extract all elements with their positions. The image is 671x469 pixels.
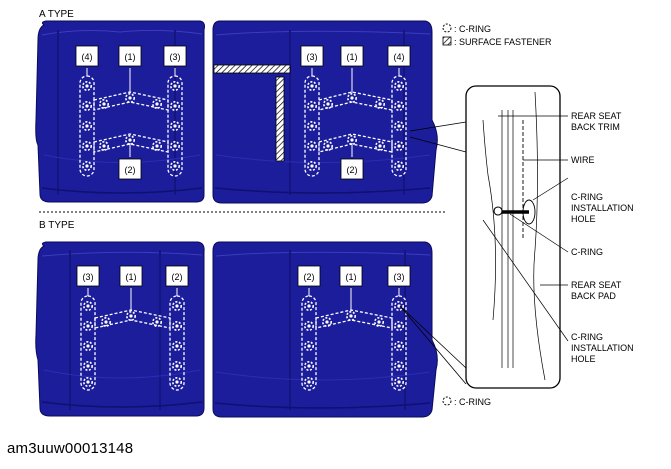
legend-b: : C-RING [442,396,491,407]
svg-text:(3): (3) [307,52,318,62]
svg-text:(2): (2) [304,272,315,282]
svg-text:(2): (2) [172,272,183,282]
svg-text:BACK TRIM: BACK TRIM [571,122,620,132]
svg-text:: C-RING: : C-RING [454,397,491,407]
surface-fastener-legend-icon [442,36,452,46]
svg-text:C-RING: C-RING [571,192,603,202]
svg-text:(4): (4) [394,52,405,62]
svg-text:: SURFACE FASTENER: : SURFACE FASTENER [454,37,552,47]
svg-text:REAR SEAT: REAR SEAT [571,280,622,290]
b-type-label: B TYPE [39,220,75,231]
c-ring-legend-icon [442,396,452,406]
svg-text:(3): (3) [170,52,181,62]
surface-fastener-strips [213,64,291,162]
svg-text:(1): (1) [347,52,358,62]
legend-a: : C-RING : SURFACE FASTENER [442,23,552,47]
b-right-wire-frame [301,288,407,391]
svg-text:: C-RING: : C-RING [454,24,491,34]
svg-text:(2): (2) [125,165,136,175]
b-right-seat-back [212,241,438,418]
svg-text:(3): (3) [83,272,94,282]
svg-text:BACK PAD: BACK PAD [571,291,616,301]
svg-text:REAR SEAT: REAR SEAT [571,111,622,121]
svg-text:(1): (1) [125,52,136,62]
detail-callout-leaders [399,121,467,385]
svg-text:C-RING: C-RING [571,247,603,257]
c-ring-detail [493,206,503,216]
b-right-tags: (2) (1) (3) [297,265,411,287]
a-left-tags: (4) (1) (3) (2) [75,45,187,180]
b-left-wire-frame [80,288,185,391]
svg-text:(2): (2) [347,165,358,175]
svg-text:(4): (4) [82,52,93,62]
svg-text:C-RING: C-RING [571,332,603,342]
c-ring-legend-icon [442,23,452,33]
detail-labels: REAR SEAT BACK TRIM WIRE C-RING INSTALLA… [571,111,634,364]
detail-view [465,85,569,389]
a-left-wire-frame [79,68,183,177]
svg-text:INSTALLATION: INSTALLATION [571,343,634,353]
svg-text:WIRE: WIRE [571,155,595,165]
svg-text:HOLE: HOLE [571,354,596,364]
figure-id: am3uuw00013148 [7,440,134,457]
a-right-tags: (3) (1) (4) (2) [300,45,411,180]
svg-text:(3): (3) [394,272,405,282]
b-left-tags: (3) (1) (2) [76,265,189,287]
svg-text:HOLE: HOLE [571,214,596,224]
svg-text:INSTALLATION: INSTALLATION [571,203,634,213]
svg-text:(1): (1) [126,272,137,282]
svg-text:(1): (1) [346,272,357,282]
a-type-label: A TYPE [39,9,74,20]
a-right-wire-frame [304,68,407,177]
